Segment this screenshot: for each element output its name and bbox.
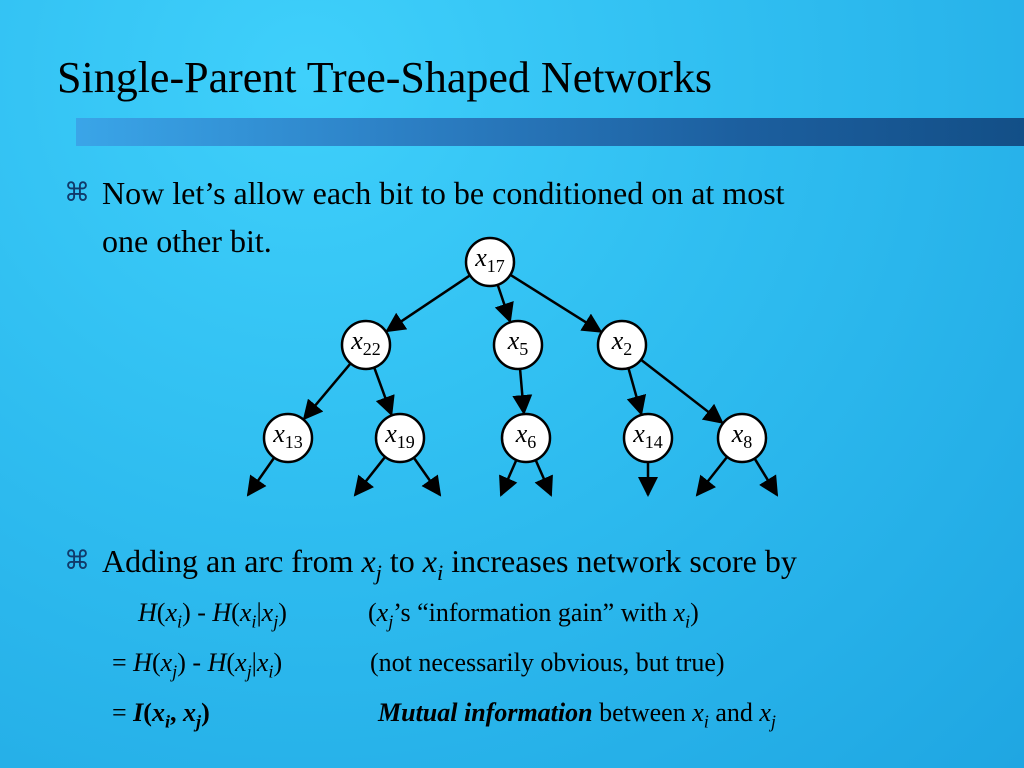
tree-node-22: x22 — [340, 319, 392, 371]
node-label: x22 — [350, 326, 381, 359]
tree-edge — [302, 362, 352, 421]
leaf-outgoing-arrow — [246, 456, 276, 497]
leaf-outgoing-arrow — [499, 459, 518, 497]
node-circle — [622, 412, 674, 464]
leaf-outgoing-arrow — [534, 459, 553, 497]
bullet-2-pre: Adding an arc from — [102, 543, 362, 579]
tree-edge — [512, 368, 533, 416]
tree-edge — [640, 358, 724, 424]
node-label: x19 — [384, 419, 415, 452]
tree-node-17: x17 — [464, 236, 516, 288]
bullet-icon: ⌘ — [64, 178, 90, 208]
bullet-1-line-2: one other bit. — [102, 223, 272, 259]
leaf-outgoing-arrow — [753, 457, 779, 497]
tree-edge — [626, 367, 647, 416]
node-circle — [500, 412, 552, 464]
formula-2-expr: = H(xj) - H(xj|xi) — [112, 648, 283, 682]
leaf-outgoing-arrow — [412, 456, 442, 497]
bullet-2-var-j: x — [361, 543, 376, 579]
title-underline-bar — [76, 118, 1024, 146]
formula-1-note: (xj’s “information gain” with xi) — [368, 598, 699, 632]
tree-node-13: x13 — [262, 412, 314, 464]
tree-edge — [509, 273, 603, 333]
node-label: x13 — [272, 419, 303, 452]
node-label: x2 — [611, 326, 633, 359]
formula-3-note: Mutual information between xi and xj — [378, 698, 776, 732]
node-label: x17 — [474, 243, 505, 276]
node-circle — [596, 319, 648, 371]
formula-1-expr: H(xi) - H(xi|xj) — [138, 598, 287, 632]
tree-node-2: x2 — [596, 319, 648, 371]
node-circle — [262, 412, 314, 464]
node-circle — [340, 319, 392, 371]
formula-2-note: (not necessarily obvious, but true) — [370, 648, 725, 677]
tree-node-8: x8 — [716, 412, 768, 464]
formula-3-expr: = I(xi, xj) — [112, 698, 210, 732]
node-circle — [464, 236, 516, 288]
bullet-2-sub-i: i — [437, 559, 444, 585]
node-circle — [716, 412, 768, 464]
node-label: x14 — [632, 419, 663, 452]
node-label: x8 — [731, 419, 753, 452]
tree-node-5: x5 — [492, 319, 544, 371]
mutual-information-label: Mutual information — [378, 698, 593, 727]
bullet-icon: ⌘ — [64, 546, 90, 576]
bullet-2-mid: to — [381, 543, 423, 579]
leaf-outgoing-arrow — [695, 456, 729, 497]
bullet-2-sub-j: j — [375, 559, 382, 585]
formula-line-3: = I(xi, xj) Mutual information between x… — [112, 696, 776, 732]
tree-edge — [373, 367, 395, 417]
slide-title: Single-Parent Tree-Shaped Networks — [57, 53, 713, 102]
node-circle — [492, 319, 544, 371]
tree-edge — [494, 284, 514, 324]
formula-line-2: = H(xj) - H(xj|xi) (not necessarily obvi… — [112, 646, 725, 682]
bullet-2-post: increases network score by — [443, 543, 797, 579]
leaf-outgoing-arrow — [353, 456, 387, 497]
bullet-2-var-i: x — [422, 543, 437, 579]
tree-node-6: x6 — [500, 412, 552, 464]
node-circle — [374, 412, 426, 464]
node-label: x5 — [507, 326, 529, 359]
node-label: x6 — [515, 419, 537, 452]
tree-node-19: x19 — [374, 412, 426, 464]
bullet-2-text: Adding an arc from xj to xi increases ne… — [102, 538, 797, 584]
tree-edge — [385, 274, 471, 333]
bullet-1-line-1: Now let’s allow each bit to be condition… — [102, 175, 785, 211]
tree-node-14: x14 — [622, 412, 674, 464]
formula-line-1: H(xi) - H(xi|xj) (xj’s “information gain… — [138, 596, 699, 632]
